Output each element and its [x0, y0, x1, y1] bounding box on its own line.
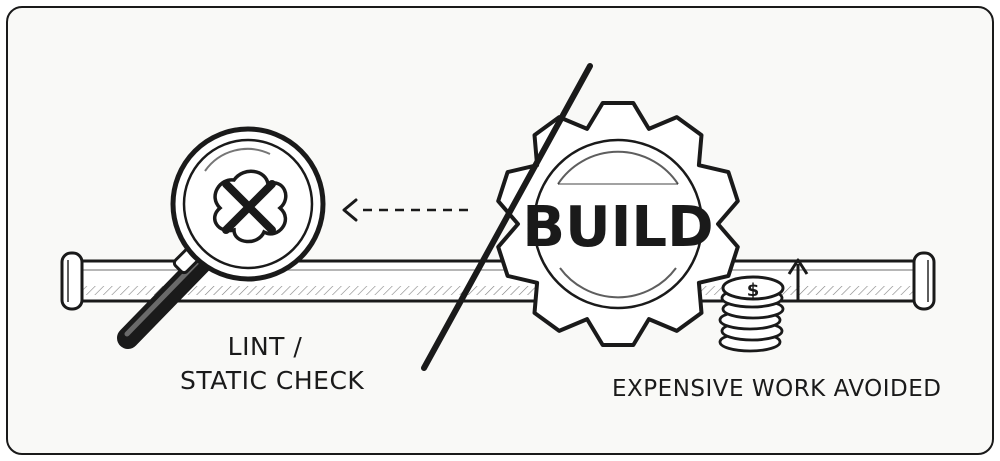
gear-icon: BUILD [496, 101, 740, 347]
expensive-work-label: EXPENSIVE WORK AVOIDED [612, 376, 942, 402]
dashed-arrow-left-icon [342, 198, 468, 222]
coin-symbol: $ [747, 280, 760, 301]
diagram-frame: BUILD $ LINT / STATIC CHECK EXPENSIVE WO… [6, 6, 994, 455]
arrow-up-icon [787, 258, 809, 300]
lint-label: LINT / STATIC CHECK [180, 330, 365, 398]
lint-label-line2: STATIC CHECK [180, 366, 365, 395]
diagram-canvas: BUILD $ [60, 63, 936, 371]
x-mark-icon [213, 169, 288, 244]
lint-label-line1: LINT / [227, 332, 303, 361]
coin-stack-icon: $ [718, 275, 785, 353]
pipeline-right-cap [912, 251, 936, 311]
build-label: BUILD [522, 195, 713, 260]
skip-slash [421, 63, 593, 371]
pipeline-left-cap [60, 251, 84, 311]
